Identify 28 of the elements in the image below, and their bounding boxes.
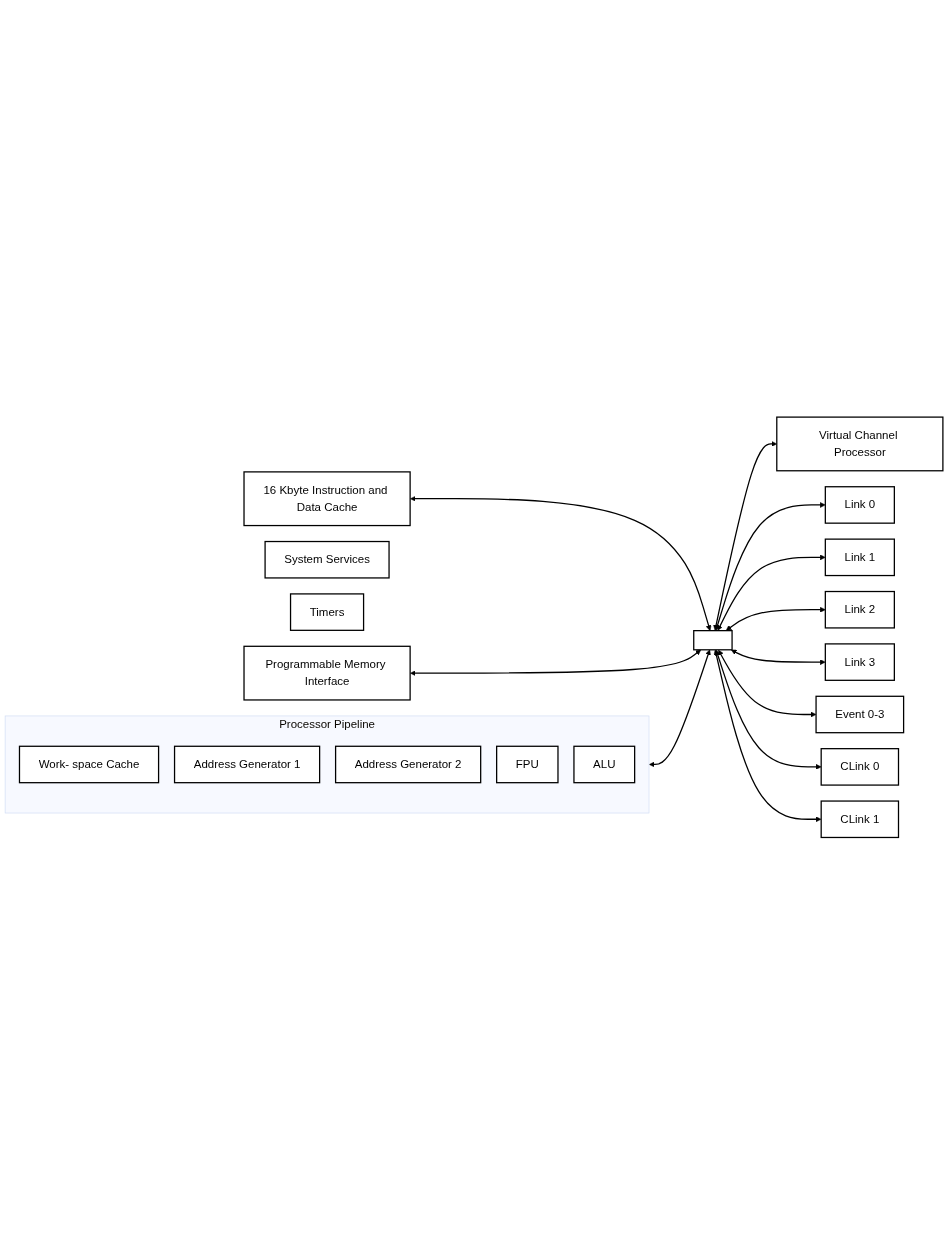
arrow (410, 495, 712, 631)
node-box: Programmable Memory Interface (243, 645, 411, 701)
node-box: Address Generator 1 (173, 745, 321, 784)
node-box: Timers (289, 592, 365, 631)
arrow (715, 649, 822, 770)
node-box: ALU (573, 745, 636, 784)
node-box: Link 1 (824, 538, 895, 576)
node-box: Address Generator 2 (334, 745, 482, 784)
node-box: System Services (264, 540, 390, 579)
node-box: 16 Kbyte Instruction and Data Cache (243, 470, 411, 526)
node-bar (693, 629, 733, 651)
node-box: CLink 1 (820, 800, 900, 838)
arrow (713, 649, 822, 822)
node-box: Virtual Channel Processor (776, 416, 944, 472)
node-box: FPU (496, 745, 559, 784)
node-box: Link 0 (824, 485, 895, 524)
arrow (717, 554, 826, 631)
arrow (725, 606, 826, 631)
arrow (718, 649, 817, 717)
node-box: Work- space Cache (18, 745, 160, 784)
arrow (714, 501, 826, 631)
node-box: Link 3 (824, 642, 895, 681)
arrow (410, 649, 702, 676)
arrow (649, 649, 711, 767)
node-box: Link 2 (824, 590, 895, 629)
node-box: CLink 0 (820, 747, 900, 786)
arrow (731, 649, 826, 665)
node-box: Event 0-3 (815, 695, 905, 734)
